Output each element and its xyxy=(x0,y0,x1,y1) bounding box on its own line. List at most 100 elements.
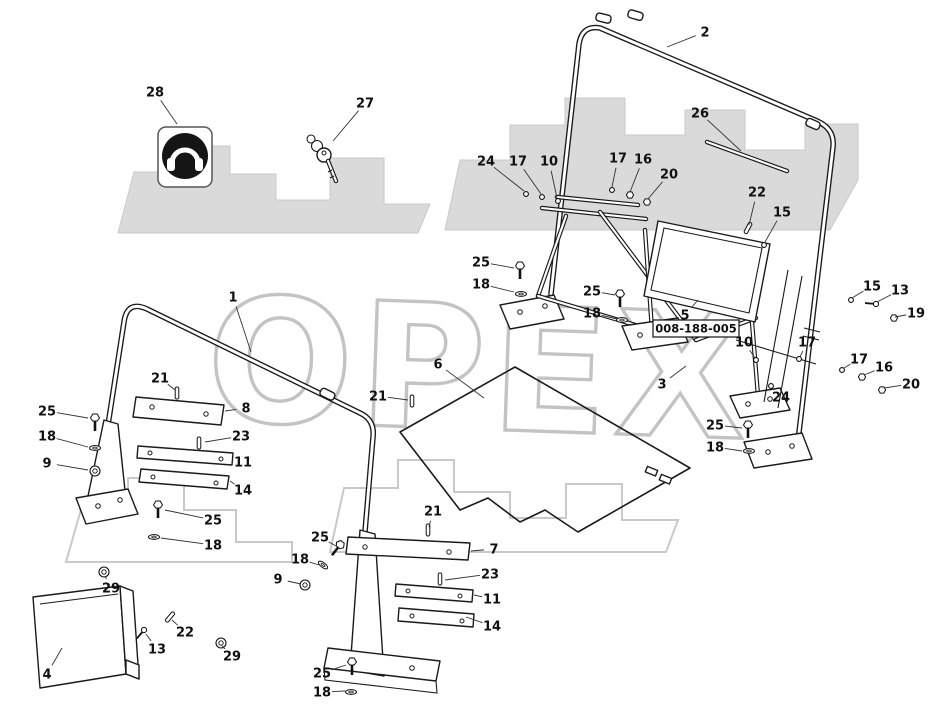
washer-icon xyxy=(148,534,160,540)
part-callout-2: 2 xyxy=(700,26,709,41)
part-callout-21: 21 xyxy=(424,505,442,520)
part-callout-15: 15 xyxy=(773,206,791,221)
fastener-icon xyxy=(523,191,529,197)
part-callout-4: 4 xyxy=(42,668,51,683)
part-callout-29: 29 xyxy=(223,650,241,665)
leader-line xyxy=(749,349,756,359)
sign-glyph xyxy=(167,158,175,171)
leader-line xyxy=(331,690,346,693)
bolt-icon xyxy=(152,499,164,520)
leader-line xyxy=(843,363,851,369)
leader-line xyxy=(647,181,663,200)
leader-line xyxy=(894,314,907,318)
leader-line xyxy=(328,541,337,547)
fastener-icon xyxy=(761,242,767,248)
frame-tab xyxy=(595,12,612,24)
leader-line xyxy=(332,110,359,142)
box-tab xyxy=(125,659,140,680)
part-callout-9: 9 xyxy=(42,457,51,472)
part-callout-16: 16 xyxy=(634,153,652,168)
part-callout-22: 22 xyxy=(176,626,194,641)
seat-backrest-5 xyxy=(643,220,771,323)
part-callout-9: 9 xyxy=(273,573,282,588)
frame-tab xyxy=(627,9,644,22)
fastener-icon xyxy=(609,187,615,193)
part-callout-18: 18 xyxy=(204,539,222,554)
stud-icon xyxy=(196,436,202,450)
leader-line xyxy=(851,290,864,299)
leader-line xyxy=(550,170,558,199)
part-callout-10: 10 xyxy=(540,155,558,170)
leader-line xyxy=(691,299,699,308)
floor-panel-outline xyxy=(399,366,691,533)
part-callout-8: 8 xyxy=(241,402,250,417)
leader-line xyxy=(204,437,232,443)
part-callout-6: 6 xyxy=(433,358,442,373)
leader-line xyxy=(164,509,204,519)
leader-line xyxy=(235,306,252,353)
part-callout-25: 25 xyxy=(472,256,490,271)
fastener-icon xyxy=(753,357,759,363)
leader-line xyxy=(465,616,483,624)
seat-foot-right xyxy=(729,387,791,419)
leader-line xyxy=(160,99,178,125)
plug-icon xyxy=(98,566,110,578)
bar-14 xyxy=(138,468,230,490)
watermark-shape xyxy=(444,97,859,231)
part-number-box xyxy=(652,319,740,338)
leader-line xyxy=(160,537,204,545)
left-gusset-plate xyxy=(87,419,127,501)
leader-line xyxy=(445,369,485,399)
leader-line xyxy=(56,438,89,448)
part-callout-21: 21 xyxy=(151,372,169,387)
washer-icon xyxy=(89,445,101,451)
part-callout-25: 25 xyxy=(311,531,329,546)
left-foot-plate xyxy=(75,488,139,525)
right-gusset-plate xyxy=(349,529,385,677)
right-foot-plate xyxy=(743,432,813,469)
fastener-icon xyxy=(796,356,802,362)
floor-panel-6 xyxy=(399,366,691,533)
part-callout-17: 17 xyxy=(850,353,868,368)
leader-line xyxy=(444,574,481,581)
leader-line xyxy=(309,561,320,566)
part-callout-18: 18 xyxy=(706,441,724,456)
leader-line xyxy=(771,387,775,391)
nut-icon xyxy=(625,191,635,199)
part-callout-10: 10 xyxy=(735,336,753,351)
pin-icon xyxy=(409,394,415,408)
leader-line xyxy=(724,425,743,429)
leader-line xyxy=(764,220,778,243)
part-callout-27: 27 xyxy=(356,97,374,112)
leader-line xyxy=(473,594,483,598)
leader-line xyxy=(104,575,107,580)
leader-line xyxy=(863,370,875,376)
part-callout-25: 25 xyxy=(204,514,222,529)
part-callout-14: 14 xyxy=(483,620,501,635)
key-ring-icon xyxy=(310,139,324,153)
part-callout-23: 23 xyxy=(481,568,499,583)
part-callout-22: 22 xyxy=(748,186,766,201)
part-callout-25: 25 xyxy=(38,405,56,420)
leader-line xyxy=(523,168,542,195)
stud-icon xyxy=(437,572,443,586)
hearing-protection-sign-icon xyxy=(162,133,208,179)
part-callout-25: 25 xyxy=(583,285,601,300)
leader-line xyxy=(799,350,804,358)
nut-icon xyxy=(889,314,899,322)
part-callout-3: 3 xyxy=(657,378,666,393)
part-callout-11: 11 xyxy=(483,593,501,608)
part-callout-28: 28 xyxy=(146,86,164,101)
part-callout-29: 29 xyxy=(102,582,120,597)
seat-backrest-inner xyxy=(650,227,763,314)
part-callout-14: 14 xyxy=(234,484,252,499)
fastener-icon xyxy=(848,297,854,303)
screw-icon xyxy=(134,625,149,641)
left-mounting-plates xyxy=(132,396,234,490)
frame-tab xyxy=(319,387,336,401)
leader-line xyxy=(221,645,226,650)
washer-icon xyxy=(345,689,357,695)
leader-line xyxy=(490,285,515,293)
part-callout-15: 15 xyxy=(863,280,881,295)
washer-icon xyxy=(743,448,755,454)
